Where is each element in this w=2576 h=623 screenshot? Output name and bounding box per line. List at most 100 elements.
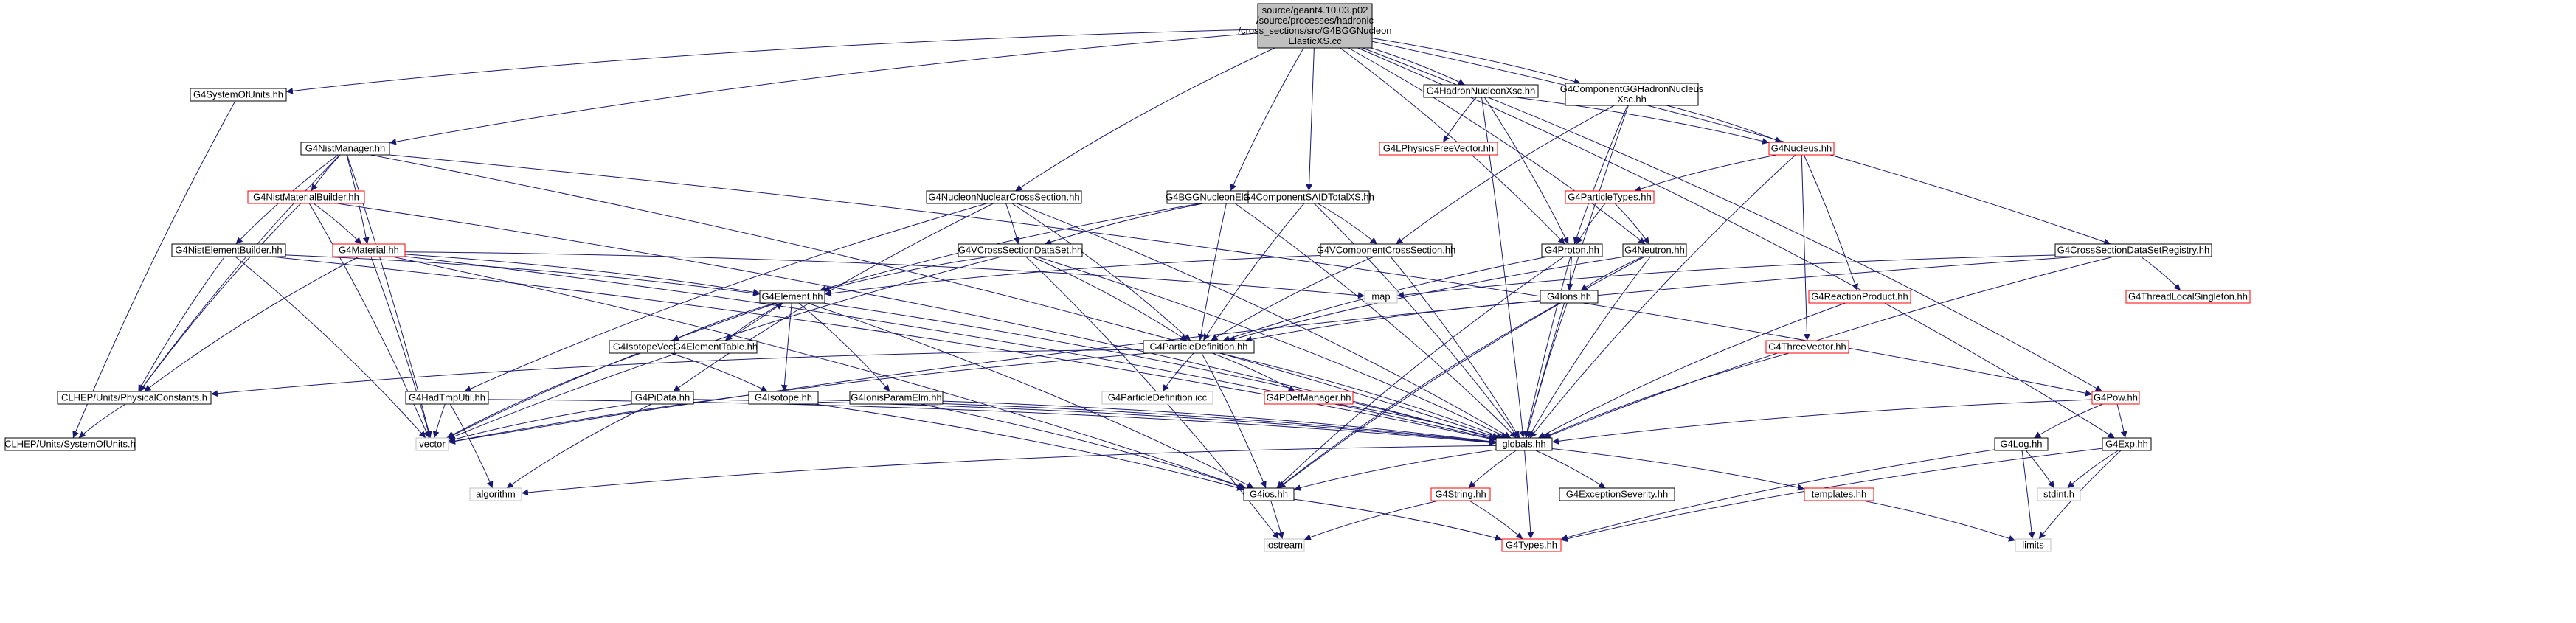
- node-box-threevec: [1765, 340, 1849, 354]
- node-element[interactable]: G4Element.hh: [759, 290, 825, 304]
- edge-xsreg-to-map: [1396, 254, 2056, 299]
- node-box-partdeficc: [1101, 391, 1213, 405]
- node-isotope[interactable]: G4Isotope.hh: [748, 391, 819, 405]
- edge-ions-to-partdef: [1244, 300, 1541, 343]
- edge-ggxsc-to-vcompxs: [1396, 105, 1615, 245]
- node-pow[interactable]: G4Pow.hh: [2091, 391, 2140, 405]
- node-box-saidxs: [1247, 190, 1370, 204]
- edge-vcompxs-to-globals: [1390, 256, 1520, 439]
- edge-vcompxs-to-element: [824, 254, 1321, 297]
- node-hnxsc[interactable]: G4HadronNucleonXsc.hh: [1423, 84, 1539, 98]
- node-box-xsreg: [2054, 243, 2212, 257]
- node-box-material: [332, 243, 406, 257]
- node-label-elemtable: G4ElementTable.hh: [674, 341, 758, 352]
- node-sysunits[interactable]: G4SystemOfUnits.hh: [190, 88, 287, 102]
- node-vcompxs[interactable]: G4VComponentCrossSection.hh: [1317, 243, 1456, 257]
- edge-isotope-to-globals: [817, 399, 1497, 445]
- node-label-ggxsc: G4ComponentGGHadronNucleus: [1560, 83, 1704, 94]
- node-label-material: G4Material.hh: [339, 245, 399, 256]
- node-neutron[interactable]: G4Neutron.hh: [1622, 243, 1687, 257]
- edge-hnxsc-to-nucleus: [1515, 97, 1770, 145]
- node-label-globals: globals.hh: [1502, 439, 1545, 450]
- node-nistelemb[interactable]: G4NistElementBuilder.hh: [171, 243, 286, 257]
- node-box-ionsparam: [849, 391, 944, 405]
- node-partdef[interactable]: G4ParticleDefinition.hh: [1143, 340, 1255, 354]
- edge-element-to-ios: [807, 302, 1254, 489]
- node-excsev[interactable]: G4ExceptionSeverity.hh: [1559, 487, 1675, 501]
- edge-nistmatb-to-vector: [308, 203, 430, 439]
- edge-proton-to-ions: [1566, 256, 1573, 291]
- edge-pidata-to-algorithm: [506, 403, 652, 489]
- node-proton[interactable]: G4Proton.hh: [1541, 243, 1603, 257]
- node-label-stdint: stdint.h: [2043, 489, 2074, 500]
- node-iostream: iostream: [1264, 538, 1305, 552]
- edge-pdefman-to-globals: [1337, 403, 1497, 440]
- node-clhepphys[interactable]: CLHEP/Units/PhysicalConstants.h: [57, 391, 212, 405]
- node-box-isotope: [748, 391, 819, 405]
- node-types[interactable]: G4Types.hh: [1501, 538, 1562, 552]
- node-box-sysunits: [190, 88, 287, 102]
- node-ios[interactable]: G4ios.hh: [1243, 487, 1295, 501]
- node-templates[interactable]: templates.hh: [1804, 487, 1874, 501]
- node-label-pdefman: G4PDefManager.hh: [1267, 392, 1351, 403]
- node-map: map: [1364, 290, 1398, 304]
- node-pdefman[interactable]: G4PDefManager.hh: [1264, 391, 1354, 405]
- node-box-proton: [1541, 243, 1603, 257]
- node-hadtmp[interactable]: G4HadTmpUtil.hh: [405, 391, 489, 405]
- edge-ios-to-types: [1293, 498, 1503, 541]
- edge-nistmatb-to-clhepphys: [139, 203, 302, 392]
- node-ptypes[interactable]: G4ParticleTypes.hh: [1565, 190, 1655, 204]
- edge-log-to-limits: [2021, 450, 2035, 540]
- edge-sysunits-to-clhepsys: [72, 100, 236, 439]
- node-label-threevec: G4ThreeVector.hh: [1768, 341, 1846, 352]
- node-saidxs[interactable]: G4ComponentSAIDTotalXS.hh: [1243, 190, 1374, 204]
- node-ionsparam[interactable]: G4IonisParamElm.hh: [849, 391, 944, 405]
- node-clhepsys[interactable]: CLHEP/Units/SystemOfUnits.h: [4, 437, 136, 451]
- node-reactprod[interactable]: G4ReactionProduct.hh: [1808, 290, 1911, 304]
- node-pidata[interactable]: G4PiData.hh: [631, 391, 694, 405]
- node-physfreevec[interactable]: G4LPhysicsFreeVector.hh: [1379, 142, 1498, 156]
- edge-exp-to-stdint: [2067, 450, 2119, 489]
- node-box-reactprod: [1808, 290, 1911, 304]
- node-label-root: /cross_sections/src/G4BGGNucleon: [1238, 25, 1391, 36]
- edge-material-to-ios: [392, 256, 1246, 490]
- node-nnxs[interactable]: G4NucleonNuclearCrossSection.hh: [926, 190, 1082, 204]
- edge-globals-to-templates: [1551, 448, 1805, 491]
- node-threevec[interactable]: G4ThreeVector.hh: [1765, 340, 1849, 354]
- node-elemtable[interactable]: G4ElementTable.hh: [674, 340, 758, 354]
- edge-root-to-nistman: [389, 32, 1258, 145]
- edge-nistman-to-nistmatb: [311, 154, 341, 192]
- edge-nistman-to-clhepphys: [139, 154, 341, 392]
- node-nistmatb[interactable]: G4NistMaterialBuilder.hh: [247, 190, 365, 204]
- node-box-log: [1994, 437, 2049, 451]
- node-label-proton: G4Proton.hh: [1545, 245, 1599, 256]
- node-globals[interactable]: globals.hh: [1495, 437, 1553, 451]
- node-nucleus[interactable]: G4Nucleus.hh: [1768, 142, 1835, 156]
- node-nistman[interactable]: G4NistManager.hh: [300, 142, 390, 156]
- node-box-map: [1364, 290, 1398, 304]
- node-limits: limits: [2015, 538, 2052, 552]
- node-label-tls: G4ThreadLocalSingleton.hh: [2128, 291, 2248, 302]
- node-label-nistelemb: G4NistElementBuilder.hh: [175, 245, 282, 256]
- edge-nnxs-to-globals: [1017, 203, 1512, 439]
- node-box-ptypes: [1565, 190, 1655, 204]
- node-box-pdefman: [1264, 391, 1354, 405]
- node-box-element: [759, 290, 825, 304]
- node-material[interactable]: G4Material.hh: [332, 243, 406, 257]
- node-log[interactable]: G4Log.hh: [1994, 437, 2049, 451]
- node-box-types: [1501, 538, 1562, 552]
- node-string[interactable]: G4String.hh: [1430, 487, 1491, 501]
- node-exp[interactable]: G4Exp.hh: [2102, 437, 2152, 451]
- node-tls[interactable]: G4ThreadLocalSingleton.hh: [2125, 290, 2251, 304]
- node-xsreg[interactable]: G4CrossSectionDataSetRegistry.hh: [2054, 243, 2212, 257]
- node-root[interactable]: source/geant4.10.03.p02/source/processes…: [1238, 3, 1392, 49]
- node-ions[interactable]: G4Ions.hh: [1540, 290, 1599, 304]
- edge-material-to-globals: [404, 256, 1497, 442]
- node-vxsds[interactable]: G4VCrossSectionDataSet.hh: [958, 243, 1083, 257]
- edge-ionsparam-to-ios: [920, 403, 1245, 490]
- node-stdint: stdint.h: [2037, 487, 2081, 501]
- node-label-log: G4Log.hh: [2000, 439, 2042, 450]
- edge-templates-to-limits: [1863, 500, 2016, 542]
- edge-material-to-map: [404, 251, 1365, 299]
